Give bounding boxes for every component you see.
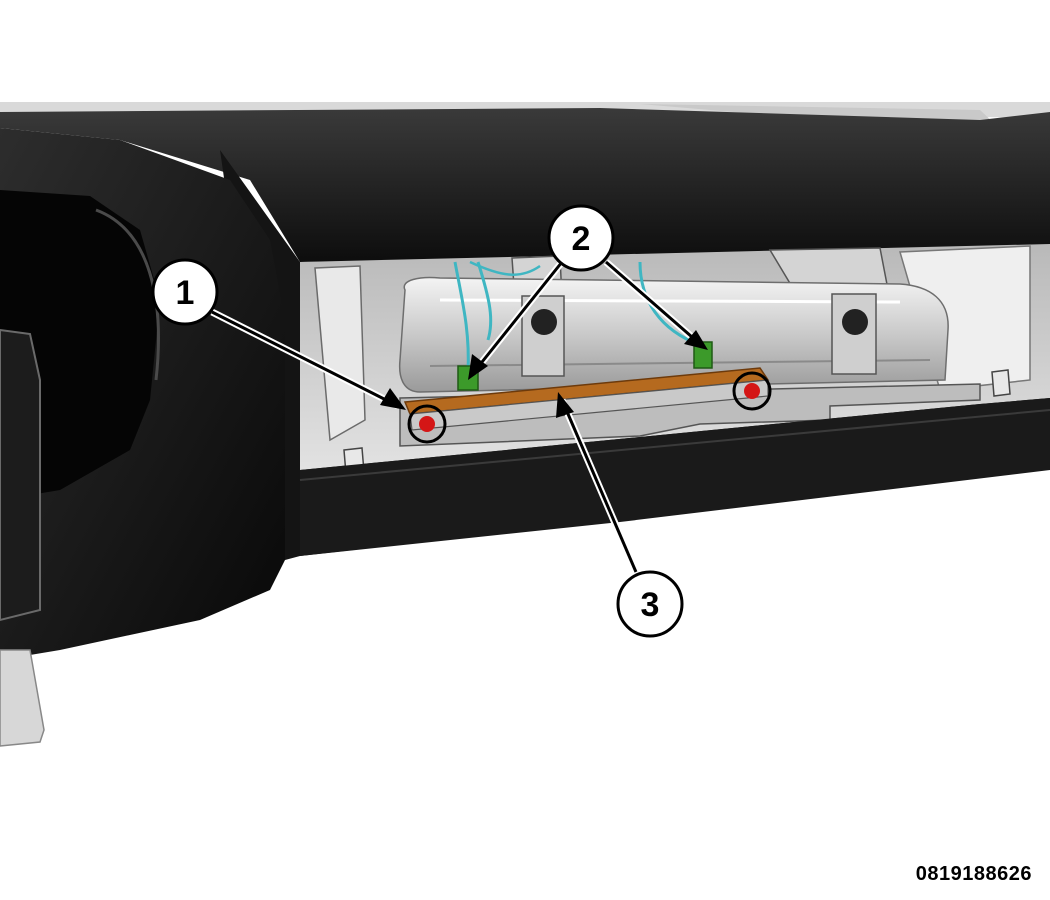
- inner-bracket-left: [314, 265, 366, 442]
- callout-1-label: 1: [176, 274, 195, 312]
- center-stack-screen: [0, 328, 41, 622]
- callout-1: 1: [151, 258, 219, 326]
- dash-lower-trim-edge: [299, 409, 1050, 481]
- leader-line-2b: [603, 259, 708, 350]
- mount-nut-left: [531, 309, 557, 335]
- right-clip: [991, 369, 1011, 397]
- figure-code: 0819188626: [915, 863, 1032, 885]
- callout-3: 3: [616, 570, 684, 638]
- fastener-left: [419, 416, 435, 432]
- leader-line-1: [210, 308, 406, 410]
- fastener-right-ring: [732, 371, 772, 411]
- leader-line-3: [556, 392, 640, 574]
- callout-2-label: 2: [572, 220, 591, 258]
- callout-2: 2: [547, 204, 615, 272]
- wire-harness-top: [469, 260, 541, 276]
- dash-top-pad: [0, 108, 1050, 262]
- center-stack-highlight: [95, 208, 160, 381]
- callout-3-label: 3: [641, 586, 660, 624]
- fastener-left-ring: [407, 404, 447, 444]
- fastener-right: [744, 383, 760, 399]
- dash-lower-trim: [300, 398, 1050, 556]
- airbag-module-rib: [439, 298, 901, 304]
- wire-harness-left-b: [476, 261, 493, 341]
- wire-harness-left: [453, 261, 470, 373]
- center-stack-lower: [0, 649, 45, 747]
- windshield-highlight: [640, 104, 1010, 138]
- leader-line-2a: [468, 259, 565, 380]
- mount-nut-right: [842, 309, 868, 335]
